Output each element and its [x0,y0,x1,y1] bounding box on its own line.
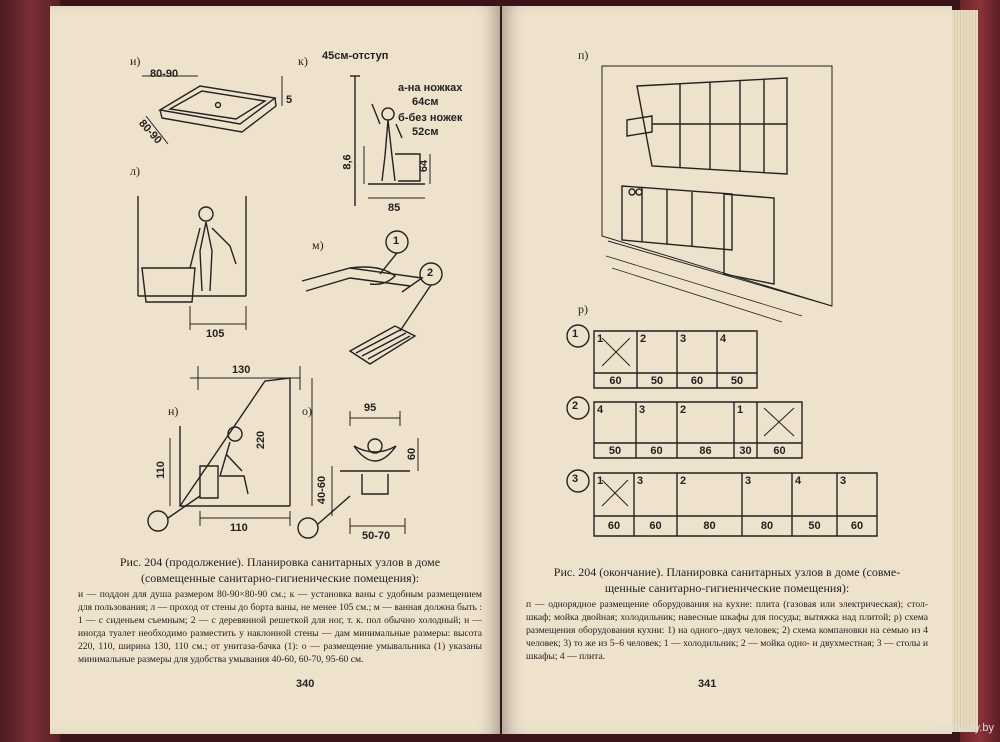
bath-height-drawing [350,75,431,206]
dim-toilet-height: 220 [255,430,268,450]
scheme-number-circles [566,324,590,493]
bath-clearance-drawing [137,196,247,330]
scheme-3-number: 3 [572,473,579,485]
scheme-3-dimension: 80 [760,520,774,532]
dim-sink-bottom: 50-70 [362,530,391,542]
page-number-left: 340 [296,678,315,690]
shower-tray-drawing [142,75,283,145]
scheme-3-dimension: 50 [808,520,821,532]
dim-sink-left: 40-60 [316,475,329,505]
left-caption-line2: (совмещенные санитарно-гигиенические пом… [140,571,420,585]
callout-2-bath: 2 [427,267,434,279]
scheme-1-cell-mark: 4 [720,333,727,345]
scheme-1-dimension: 50 [730,374,744,387]
dim-sink-top: 95 [364,402,377,414]
scheme-1-cell-mark: 2 [640,333,647,345]
left-illustrations [137,75,443,539]
bath-type-a: а-на ножках [398,82,463,94]
scheme-1-dimension: 60 [690,374,704,387]
dim-bath-offset: 45см-отступ [322,50,389,62]
dim-toilet-top: 130 [232,364,251,376]
scheme-3-dimension: 60 [649,520,662,532]
fig-label-i: и) [130,54,141,68]
scheme-2-cell-mark: 2 [680,404,687,416]
scheme-3-cell-mark: 3 [637,475,644,487]
left-legend: и — поддон для душа размером 80-90×80-90… [78,589,482,665]
scheme-2-cell-mark: 3 [639,404,646,416]
callout-1-bath: 1 [393,235,400,247]
scheme-2-outline [593,401,803,459]
scheme-3-cell-mark: 1 [597,475,604,487]
scheme-3-cell-mark: 3 [745,475,752,487]
scheme-2-cell-mark: 1 [737,404,744,416]
scheme-1-outline [593,330,758,389]
scheme-2-dimension: 50 [608,444,622,457]
left-page: и) к) л) м) н) о) 80-90 80-90 5 45см-отс… [50,6,500,734]
scheme-3-cell-mark: 3 [840,475,847,487]
page-edges [952,10,978,732]
fig-label-n: н) [168,404,179,418]
dim-bath-width: 85 [388,202,401,214]
scheme-2-number: 2 [572,400,579,412]
fig-label-k: к) [298,54,308,68]
fig-label-o: о) [302,404,312,418]
dim-bath-left-height: 8,6 [341,154,354,170]
scheme-1-cell-mark: 1 [597,333,604,345]
right-caption-line2: щенные санитарно-гигиенические помещения… [604,581,850,595]
right-legend: п — однорядное размещение оборудования н… [526,599,928,662]
scheme-3-outline [593,472,878,537]
scheme-1-cell-mark: 3 [680,333,687,345]
fig-label-p: п) [578,48,589,62]
right-caption-line1: Рис. 204 (окончание). Планировка санитар… [553,565,901,579]
dim-bath-right-height: 64 [418,159,431,173]
scheme-2-cell-mark: 4 [597,404,604,416]
sink-drawing [297,411,419,539]
scheme-3-dimension: 60 [850,520,864,532]
fig-label-m: м) [312,238,324,252]
dim-toilet-left-height: 110 [154,461,167,479]
scheme-2-dimension: 60 [773,444,786,457]
scheme-2-dimension: 30 [739,444,752,457]
fig-label-l: л) [130,164,140,178]
dim-shower-width: 80-90 [150,68,179,80]
scheme-1-dimension: 60 [609,374,622,387]
dim-sink-height: 60 [406,447,419,461]
bath-type-b-height: 52см [412,126,439,138]
dim-washing-width: 105 [206,328,225,340]
fig-label-r: р) [578,302,588,316]
scheme-1-number: 1 [572,328,579,340]
kitchen-illustrations [566,65,878,537]
left-caption-line1: Рис. 204 (продолжение). Планировка санит… [119,555,441,569]
scheme-2-dimension: 86 [699,444,712,457]
page-number-right: 341 [698,678,717,690]
dim-toilet-bottom: 110 [230,522,248,534]
dim-shower-height: 5 [286,94,293,106]
bath-accessories-drawing [301,230,443,365]
scheme-3-cell-mark: 2 [680,475,687,487]
scheme-3-dimension: 60 [607,520,621,532]
scheme-3-dimension: 80 [703,520,716,532]
right-page: п) р) 1 60 50 60 50 1 2 3 4 2 50 60 86 30 60 4 3 2 1 3 60 60 8… [502,6,952,734]
scheme-3-cell-mark: 4 [795,475,802,487]
toilet-sloped-drawing [147,366,313,532]
watermark: www.ay.by [942,722,994,734]
bath-type-a-height: 64см [412,96,439,108]
scheme-1-dimension: 50 [650,374,664,387]
bath-type-b: б-без ножек [398,112,463,124]
scheme-2-dimension: 60 [650,444,663,457]
kitchen-perspective-drawing [601,65,833,323]
